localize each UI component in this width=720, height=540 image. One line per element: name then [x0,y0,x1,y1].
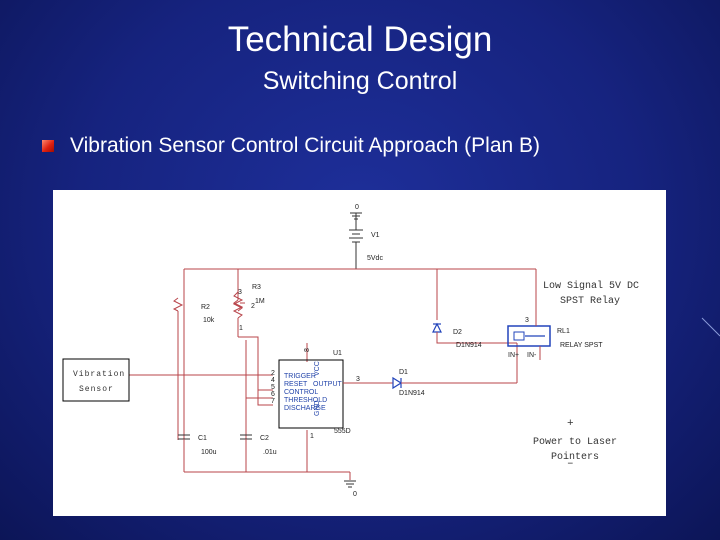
slide-title: Technical Design [227,20,493,59]
vibration-sensor-box [62,358,130,402]
ground-bottom-label: 0 [353,491,357,498]
u1-pin-num-5: 5 [271,384,275,391]
u1-label: U1 [333,350,342,357]
r3-pin-top: 3 [238,289,242,296]
relay-note-line2: SPST Relay [560,295,620,307]
bullet-square-icon [42,140,54,152]
ground-top-label: 0 [355,204,359,211]
discharge-wire [238,336,273,406]
u1-pin-output: OUTPUT [313,381,343,388]
relay-note-line1: Low Signal 5V DC [543,280,639,292]
r3-resistor-left [172,297,184,312]
r2-value: 10k [203,317,215,324]
relay-pin-in-minus: IN- [527,352,537,359]
u1-pin-threshold: THRESHOLD [284,397,327,404]
r2-label: R2 [201,304,210,311]
laser-label-line1: Power to Laser [533,437,617,448]
rl1-desc: RELAY SPST [560,342,603,349]
u1-pin-num-3: 3 [356,376,360,383]
r2-resistor-symbol [232,299,244,319]
u1-pin-reset: RESET [284,381,308,388]
r3-pin-wiper: 2 [251,303,255,310]
v1-label: V1 [371,232,380,239]
c1-label: C1 [198,435,207,442]
relay-pin-in-plus: IN+ [508,352,519,359]
battery-v1-symbol [349,220,363,269]
c2-label: C2 [260,435,269,442]
d2-diode-symbol [432,322,442,333]
u1-pin-control: CONTROL [284,389,318,396]
slide-subtitle: Switching Control [262,67,458,95]
ground-bottom-symbol [344,480,356,488]
circuit-schematic: 0 V1 5Vdc R2 10k R3 1M 3 2 1 [53,190,666,516]
r3-potentiometer-symbol [232,291,244,312]
u1-pin-num-4: 4 [271,377,275,384]
r3-pin-bottom: 1 [239,325,243,332]
laser-plus-label: + [567,418,574,430]
rl1-label: RL1 [557,328,570,335]
u1-pin-discharge: DISCHARGE [284,405,326,412]
c1-value: 100u [201,449,217,456]
u1-pin-gnd: GND [314,400,321,416]
relay-coil-icon [513,331,525,341]
u1-pin-num-7: 7 [271,398,275,405]
d1-label: D1 [399,369,408,376]
laser-label-line2: Pointers [551,451,599,463]
relay-pin-top: 3 [525,317,529,324]
c2-value: .01u [263,449,277,456]
ground-top-symbol [350,212,362,220]
u1-pin-vcc: VCC [314,361,321,376]
laser-minus-label: – [567,458,574,470]
u1-model: 555D [334,428,351,435]
r3-label: R3 [252,284,261,291]
d1-part: D1N914 [399,390,425,397]
d1-diode-symbol [392,376,403,390]
u1-pin-trigger: TRIGGER [284,373,316,380]
d2-label: D2 [453,329,462,336]
u1-pin-num-8: 8 [304,348,311,352]
u1-555-timer [278,359,344,429]
sensor-label-line2: Sensor [79,385,114,394]
d2-relay-wire [436,332,517,344]
sensor-label-line1: Vibration [73,370,125,379]
u1-pin-num-2: 2 [271,370,275,377]
u1-pin-num-6: 6 [271,391,275,398]
bullet-text: Vibration Sensor Control Circuit Approac… [70,134,541,157]
d2-part: D1N914 [456,342,482,349]
u1-pin-num-1: 1 [310,433,314,440]
relay-rl1-symbol [507,325,551,347]
r3-value: 1M [255,298,265,305]
v1-value: 5Vdc [367,255,383,262]
